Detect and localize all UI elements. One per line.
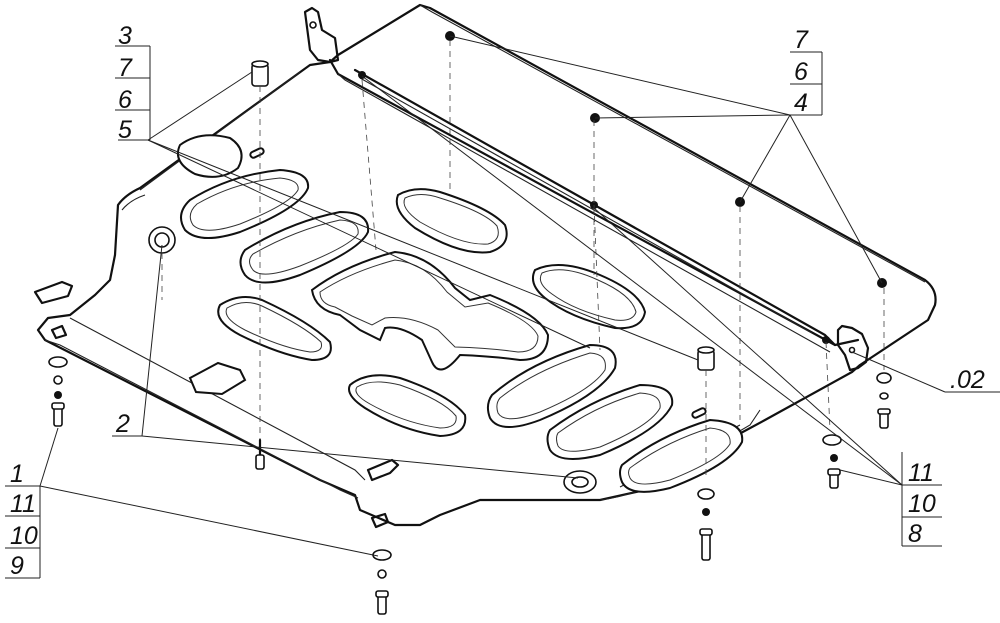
callout-bottom-right: 11 10 8 <box>901 452 942 548</box>
callout-label: 1 <box>10 460 24 488</box>
callout-label: 7 <box>794 26 809 54</box>
callout-label: 6 <box>794 58 808 86</box>
callout-bottom-left: 1 11 10 9 <box>5 460 41 580</box>
callout-label: 5 <box>118 116 132 144</box>
callout-ref-2: 2 <box>115 410 130 438</box>
callout-label: .02 <box>950 366 985 394</box>
callout-label: 8 <box>908 520 922 548</box>
callout-label: 9 <box>10 552 24 580</box>
stamped-slots <box>176 134 744 493</box>
callout-label: 10 <box>10 522 38 550</box>
hidden-lines <box>161 40 885 480</box>
callout-label: 7 <box>118 54 133 82</box>
callout-right-ref: .02 <box>950 366 985 394</box>
callout-top-right: 7 6 4 <box>790 26 823 117</box>
callout-label: 3 <box>118 22 132 50</box>
callout-label: 11 <box>908 459 934 487</box>
callout-label: 4 <box>794 89 808 117</box>
callout-label: 6 <box>118 86 132 114</box>
fasteners <box>48 356 892 615</box>
callout-label: 2 <box>115 410 130 438</box>
callout-label: 11 <box>10 490 36 518</box>
callout-top-left: 3 7 6 5 <box>115 22 151 144</box>
leader-lines <box>39 35 1000 557</box>
callout-label: 10 <box>908 490 936 518</box>
